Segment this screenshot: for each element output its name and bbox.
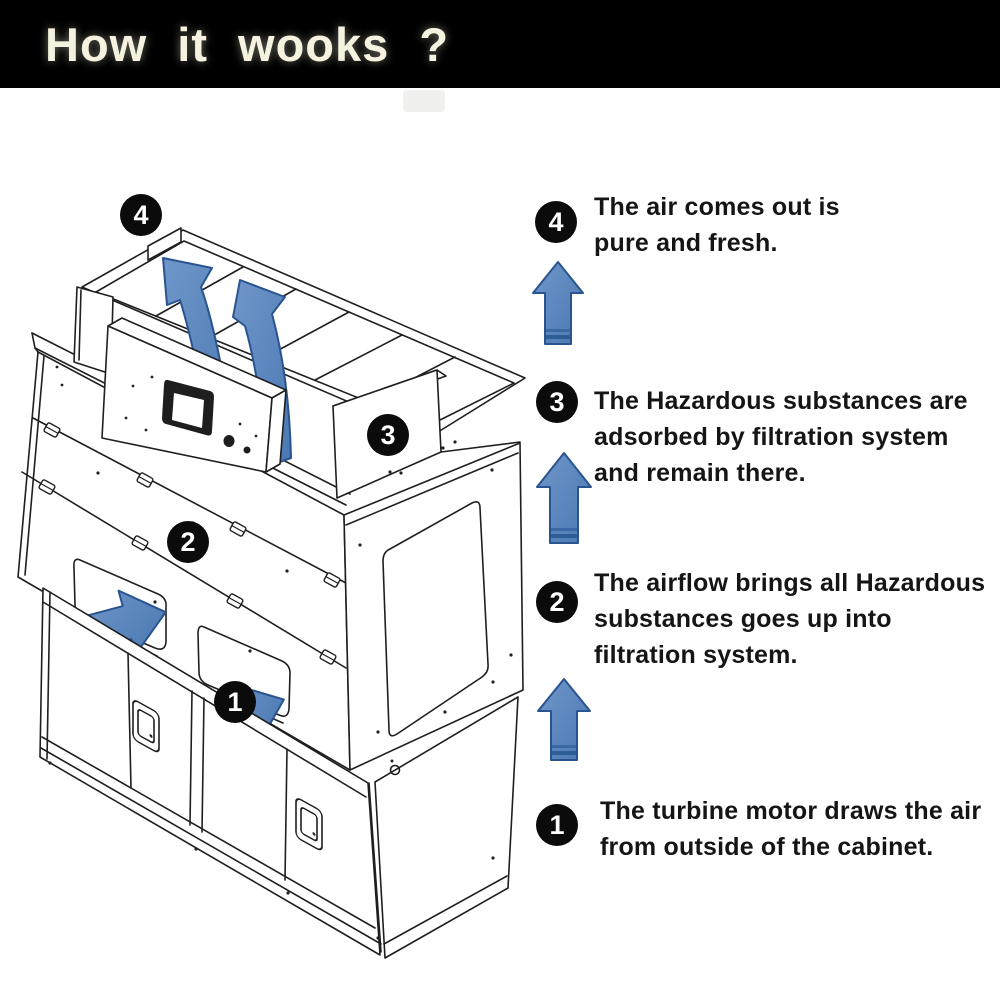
control-knob-icon <box>223 435 235 447</box>
diagram-badge-1-number: 1 <box>227 686 243 717</box>
step-text-line: substances goes up into <box>594 605 892 633</box>
step-text-3: The Hazardous substances are adsorbed by… <box>594 383 968 491</box>
step-text-line: and remain there. <box>594 459 806 487</box>
step-text-line: The Hazardous substances are <box>594 387 968 415</box>
step-text-2: The airflow brings all Hazardous substan… <box>594 565 985 673</box>
step-text-line: adsorbed by filtration system <box>594 423 949 451</box>
step-badge-4: 4 <box>535 201 577 243</box>
step-text-line: pure and fresh. <box>594 229 778 257</box>
diagram-badge-3: 3 <box>367 414 409 456</box>
diagram-badge-1: 1 <box>214 681 256 723</box>
step-text-line: The air comes out is <box>594 193 840 221</box>
step-badge-1-number: 1 <box>549 809 565 840</box>
hood-side-panel <box>343 442 524 771</box>
step-badge-2-number: 2 <box>549 586 565 617</box>
step-badge-4-number: 4 <box>548 206 564 237</box>
up-arrow-step3-icon <box>536 452 592 544</box>
step-text-1: The turbine motor draws the air from out… <box>600 793 981 865</box>
door-handle-right-icon <box>295 798 323 851</box>
keyhole-icon <box>389 759 401 776</box>
watermark-smudge <box>403 90 445 112</box>
diagram-badge-4-number: 4 <box>133 199 149 230</box>
page-title: How it wooks ? <box>45 17 450 71</box>
door-handle-left-icon <box>132 700 160 753</box>
step-text-line: The turbine motor draws the air <box>600 797 982 825</box>
diagram-badge-3-number: 3 <box>380 419 396 450</box>
diagram-badge-2-number: 2 <box>180 526 196 557</box>
up-arrow-step2-icon <box>537 678 591 761</box>
base-cabinet <box>39 365 519 959</box>
step-text-line: from outside of the cabinet. <box>600 833 934 861</box>
control-button-icon <box>243 446 251 454</box>
diagram-badge-4: 4 <box>120 194 162 236</box>
step-badge-1: 1 <box>536 804 578 846</box>
step-text-4: The air comes out is pure and fresh. <box>594 189 840 261</box>
step-text-line: filtration system. <box>594 641 798 669</box>
side-panel-window <box>382 501 489 737</box>
step-text-line: The airflow brings all Hazardous <box>594 569 986 597</box>
title-banner: How it wooks ? <box>0 0 1000 88</box>
diagram-badge-2: 2 <box>167 521 209 563</box>
up-arrow-step4-icon <box>532 261 584 345</box>
step-badge-3: 3 <box>536 381 578 423</box>
step-badge-2: 2 <box>536 581 578 623</box>
control-panel <box>101 317 287 473</box>
step-badge-3-number: 3 <box>549 386 565 417</box>
